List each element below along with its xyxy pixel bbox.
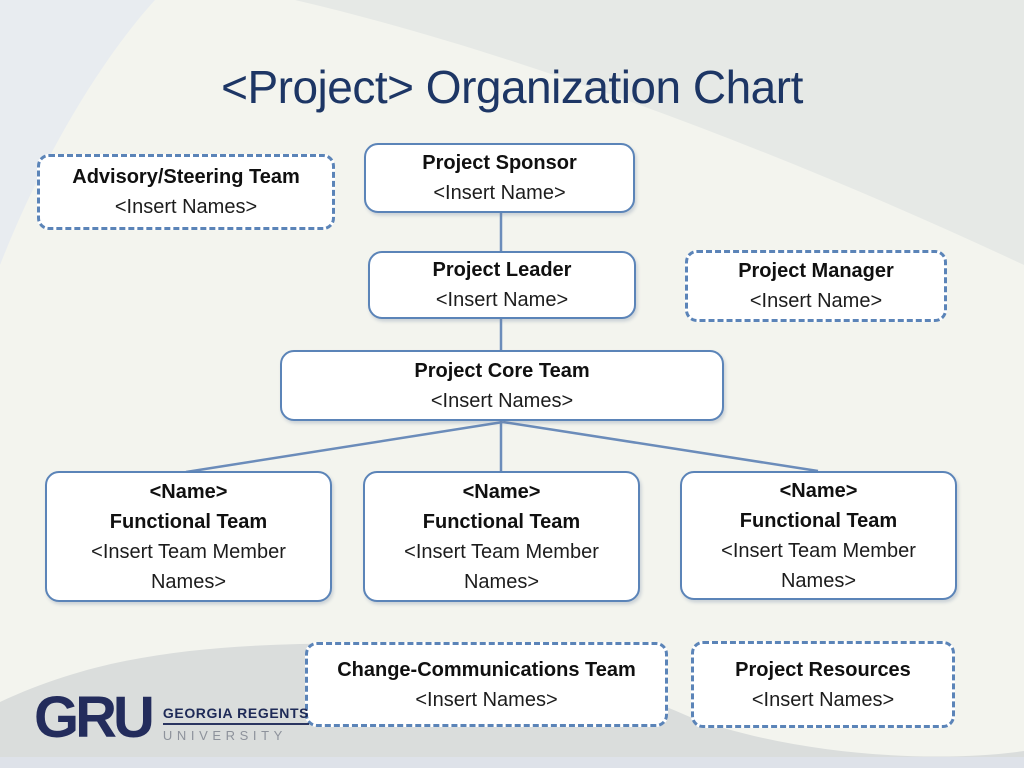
org-box-project-manager: Project Manager <Insert Name>: [685, 250, 947, 322]
box-title: <Name>: [462, 480, 541, 503]
box-subtitle: <Insert Name>: [433, 182, 566, 204]
box-title: Project Leader: [432, 259, 572, 281]
box-title: Advisory/Steering Team: [72, 166, 300, 188]
org-box-functional-team-2: <Name> Functional Team <Insert Team Memb…: [363, 471, 640, 602]
box-subtitle: <Insert Team Member Names>: [404, 540, 599, 593]
top-left-corner-shape: [0, 0, 155, 265]
box-title-2: Functional Team: [422, 510, 581, 533]
gru-logo-acronym: GRU: [34, 685, 155, 750]
box-subtitle: <Insert Names>: [751, 688, 895, 711]
org-box-project-core-team: Project Core Team <Insert Names>: [280, 350, 724, 421]
gru-logo-line2: UNIVERSITY: [162, 728, 287, 743]
bottom-strip: [0, 757, 1024, 768]
box-title: Change-Communications Team: [337, 658, 636, 681]
org-box-advisory-steering-team: Advisory/Steering Team <Insert Names>: [37, 154, 335, 230]
box-title: Project Resources: [735, 658, 911, 681]
org-box-project-resources: Project Resources <Insert Names>: [691, 641, 955, 728]
org-box-functional-team-3: <Name> Functional Team <Insert Team Memb…: [680, 471, 957, 600]
box-subtitle: <Insert Names>: [430, 389, 574, 412]
slide-title: <Project> Organization Chart: [221, 61, 803, 113]
box-subtitle: <Insert Name>: [435, 289, 569, 311]
box-title: Project Sponsor: [422, 152, 577, 174]
box-subtitle: <Insert Team Member Names>: [721, 539, 916, 592]
box-title-2: Functional Team: [739, 509, 898, 532]
org-box-functional-team-1: <Name> Functional Team <Insert Team Memb…: [45, 471, 332, 602]
org-box-project-leader: Project Leader <Insert Name>: [368, 251, 636, 319]
box-title: Project Core Team: [414, 359, 590, 382]
connector-core-functional3: [502, 420, 819, 473]
gru-logo: GRU GEORGIA REGENTS UNIVERSITY: [34, 685, 310, 750]
box-title: Project Manager: [738, 260, 894, 282]
org-box-project-sponsor: Project Sponsor <Insert Name>: [364, 143, 635, 213]
box-title: <Name>: [149, 480, 228, 503]
connector-core-functional1: [185, 420, 504, 474]
gru-logo-text: GEORGIA REGENTS UNIVERSITY: [162, 705, 310, 743]
box-subtitle: <Insert Names>: [415, 688, 558, 711]
box-subtitle: <Insert Names>: [114, 196, 258, 218]
top-right-gray-band: [295, 0, 1024, 265]
org-box-change-communications-team: Change-Communications Team <Insert Names…: [305, 642, 668, 727]
box-title: <Name>: [779, 479, 858, 502]
gru-logo-line1: GEORGIA REGENTS: [162, 705, 310, 725]
box-subtitle: <Insert Name>: [749, 290, 883, 312]
box-subtitle: <Insert Team Member Names>: [91, 540, 286, 593]
box-title-2: Functional Team: [109, 510, 268, 533]
